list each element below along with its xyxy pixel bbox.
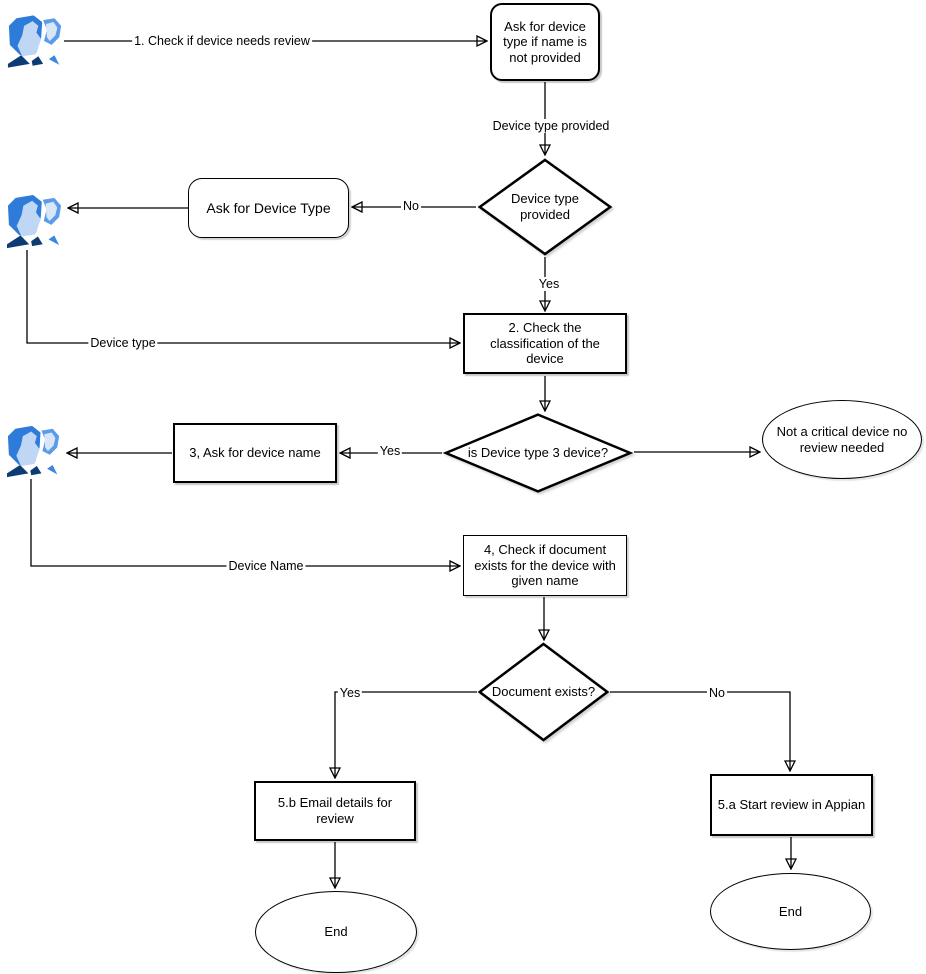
node-label: Device type provided [511,191,579,222]
node-label: 5.a Start review in Appian [717,797,866,813]
node-document-exists-decision: Document exists? [477,642,610,742]
connector-devicename-to-box4 [30,479,459,566]
node-ask-device-type-start: Ask for device type if name is not provi… [490,3,600,81]
node-label: Document exists? [491,684,596,700]
node-device-type-provided-decision: Device type provided [477,158,613,256]
edge-label-no: No [401,199,421,213]
node-is-type3-decision: is Device type 3 device? [442,413,634,493]
edge-label-yes: Yes [536,277,562,291]
users-icon [7,14,64,70]
connector-devicetype-to-box2 [26,250,459,343]
edge-label-device-type: Device type [88,336,158,350]
node-start-review-appian: 5.a Start review in Appian [710,774,873,836]
node-label: Ask for Device Type [206,199,331,216]
connector-decision3-no [610,691,790,770]
node-end-right: End [710,873,871,950]
node-label: is Device type 3 device? [467,445,609,461]
node-check-classification: 2. Check the classification of the devic… [463,313,627,374]
edge-label-no: No [707,686,727,700]
users-icon [6,194,64,250]
node-not-critical-device: Not a critical device no review needed [762,400,922,479]
node-label: 2. Check the classification of the devic… [490,320,600,367]
connector-decision3-yes [335,691,477,777]
node-ask-for-device-type: Ask for Device Type [188,178,349,238]
node-label: End [324,924,348,940]
node-label: 3, Ask for device name [189,445,321,461]
node-label: End [778,903,803,919]
node-label: Not a critical device no review needed [776,423,908,455]
node-label: 4, Check if document exists for the devi… [474,542,616,589]
edge-label-check-if-review: 1. Check if device needs review [132,34,312,48]
node-label: 5.b Email details for review [277,795,393,826]
users-icon [5,425,63,479]
edge-label-yes: Yes [377,444,403,458]
node-end-left: End [255,891,417,973]
node-email-details: 5.b Email details for review [254,781,416,841]
node-ask-device-name: 3, Ask for device name [173,423,337,483]
edge-label-device-name: Device Name [226,559,306,573]
node-label: Ask for device type if name is not provi… [503,18,587,65]
edge-label-device-type-provided: Device type provided [490,119,612,133]
node-check-document: 4, Check if document exists for the devi… [463,535,627,596]
edge-label-yes: Yes [337,686,363,700]
